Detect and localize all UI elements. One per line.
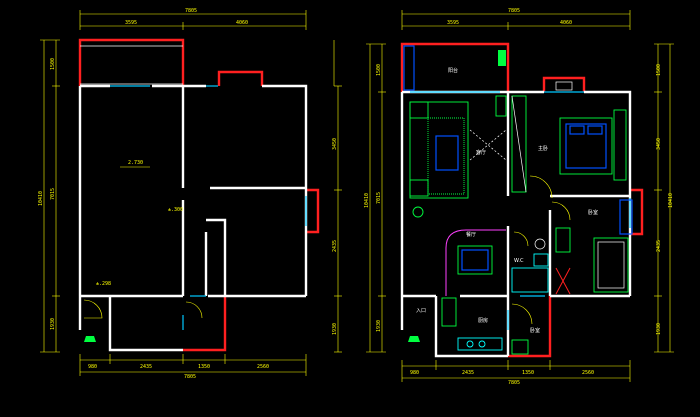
- room-label-dining: 餐厅: [466, 231, 476, 238]
- left-dim-bottom-seg4: 2560: [257, 364, 269, 370]
- small-room-fixture: [511, 339, 529, 355]
- right-dim-left-seg2: 7015: [376, 192, 382, 204]
- second-bedroom-furniture: [551, 199, 633, 293]
- right-dims-bottom: 980 2435 1350 2560 7805: [401, 360, 631, 386]
- room-label-second-bed: 卧室: [588, 209, 598, 216]
- left-bay-right: [306, 188, 320, 234]
- right-dim-right-total: 10410: [668, 193, 674, 208]
- left-dim-top-total: 7805: [185, 8, 197, 14]
- right-dim-top-seg2: 4060: [560, 20, 572, 26]
- room-label-small-room: 卧室: [530, 327, 540, 334]
- right-dim-left-total: 10410: [364, 193, 370, 208]
- right-dim-bottom-seg2: 2435: [462, 370, 474, 376]
- wc-fixtures: [511, 231, 571, 295]
- left-dim-top-seg2: 4060: [236, 20, 248, 26]
- right-dim-left-seg3: 1930: [376, 320, 382, 332]
- left-dim-bottom-seg1: 980: [88, 364, 97, 370]
- left-dim-left-seg2: 7015: [50, 188, 56, 200]
- left-dim-left-seg3: 1930: [50, 318, 56, 330]
- left-dim-right-seg3: 1930: [332, 323, 338, 335]
- dining-room-furniture: [445, 229, 506, 296]
- room-label-kitchen: 厨房: [478, 317, 488, 324]
- right-dim-right-seg4: 1930: [656, 323, 662, 335]
- room-label-master-bed: 主卧: [538, 145, 548, 152]
- living-room-furniture: [409, 95, 507, 218]
- right-entry-marker: [408, 336, 420, 342]
- left-mark-label: ±.300: [168, 207, 183, 213]
- right-dim-right-seg2: 3450: [656, 138, 662, 150]
- left-dims-right: 3450 2435 1930: [332, 40, 342, 353]
- right-dim-bottom-total: 7805: [508, 380, 520, 386]
- left-balcony-wall: [78, 38, 185, 86]
- balcony-cabinet: [403, 45, 415, 91]
- left-dim-bottom-total: 7805: [184, 374, 196, 380]
- hall-cabinet-diag: [511, 95, 527, 193]
- left-interior-lines: [80, 45, 203, 319]
- left-dims-left: 1500 7015 1930 10410: [38, 39, 60, 353]
- left-bay-top: [217, 70, 264, 86]
- left-dim-right-seg1: 3450: [332, 138, 338, 150]
- master-bedroom-furniture: [529, 81, 627, 199]
- right-dims-left: 1500 7015 1930 10410: [364, 43, 386, 353]
- left-entry-marker: [84, 336, 96, 342]
- small-room-door: [511, 303, 533, 325]
- left-dim-right-seg2: 2435: [332, 240, 338, 252]
- room-label-wc: W.C: [514, 258, 524, 264]
- right-bay-right: [630, 188, 644, 236]
- right-dim-top-seg1: 3595: [447, 20, 459, 26]
- right-dim-bottom-seg4: 2560: [582, 370, 594, 376]
- right-floor-plan: 7805 3595 4060 980 2435 1350 2560 7805: [364, 8, 674, 386]
- left-area-label: 2.730: [128, 160, 143, 166]
- left-dim-left-total: 10410: [38, 191, 44, 206]
- room-label-balcony: 阳台: [448, 67, 458, 74]
- right-dim-left-seg1: 1500: [376, 64, 382, 76]
- right-balcony-wall: [400, 42, 510, 92]
- right-dim-right-seg1: 1500: [656, 64, 662, 76]
- right-bay-top: [542, 76, 586, 92]
- room-label-living: 客厅: [476, 149, 486, 156]
- right-dim-bottom-seg3: 1350: [522, 370, 534, 376]
- left-dims-bottom: 980 2435 1350 2560 7805: [79, 354, 307, 380]
- hall-cabinet: [511, 95, 527, 193]
- left-walls: [78, 84, 308, 352]
- right-walls: [400, 90, 632, 358]
- right-dim-right-seg3: 2435: [656, 240, 662, 252]
- room-label-entry: 入口: [416, 308, 426, 314]
- left-floor-plan: 7805 3595 4060 980 2435 1350 2560 7805: [38, 8, 342, 380]
- right-dim-bottom-seg1: 980: [410, 370, 419, 376]
- left-level-label: ±.298: [96, 281, 111, 287]
- right-dims-top: 7805 3595 4060: [401, 8, 631, 30]
- right-dim-top-total: 7805: [508, 8, 520, 14]
- left-dim-bottom-seg2: 2435: [140, 364, 152, 370]
- kitchen-fixtures: [441, 297, 503, 351]
- left-windows: [110, 85, 307, 330]
- left-red-bottom: [183, 296, 227, 352]
- left-dim-left-seg1: 1500: [50, 58, 56, 70]
- balcony-plant: [498, 50, 506, 66]
- right-dims-right: 1500 3450 2435 1930 10410: [654, 43, 674, 353]
- left-dim-bottom-seg3: 1350: [198, 364, 210, 370]
- right-red-bottom: [508, 296, 552, 358]
- right-windows: [410, 91, 631, 330]
- left-dims-top: 7805 3595 4060: [79, 8, 307, 30]
- left-dim-top-seg1: 3595: [125, 20, 137, 26]
